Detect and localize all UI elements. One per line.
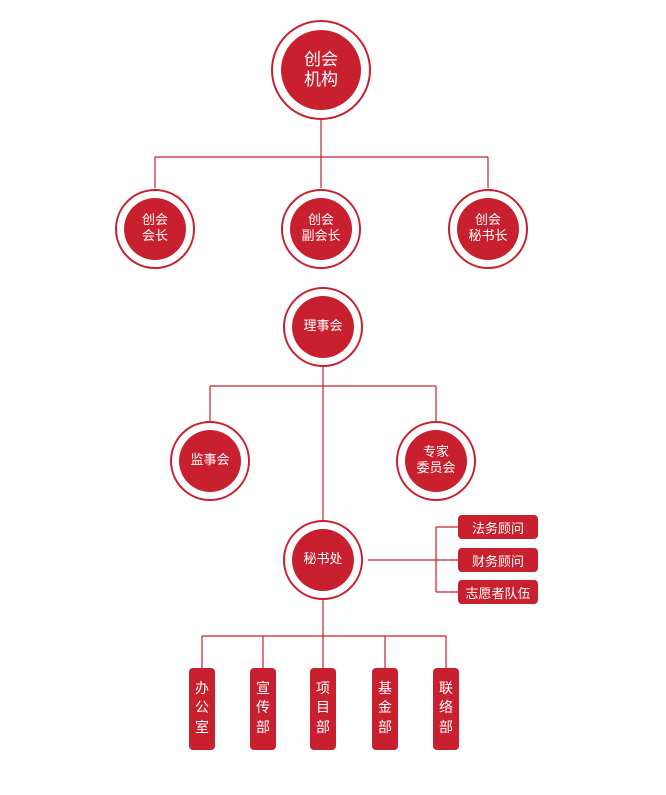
node-expert-committee-circle: 专家 委员会 [405,430,467,492]
dept-projects-char-2: 目 [316,700,330,717]
dept-publicity: 宣 传 部 [250,668,276,750]
node-founding-secretary-general: 创会 秘书长 [448,189,528,269]
dept-fund-char-2: 金 [378,700,392,717]
node-root: 创会 机构 [271,20,371,120]
dept-fund-char-1: 基 [378,680,392,697]
node-secretariat: 秘书处 [283,520,363,600]
node-root-circle: 创会 机构 [281,30,361,110]
node-council-circle: 理事会 [292,296,354,358]
tag-volunteer-team: 志愿者队伍 [458,580,538,604]
node-founding-president-circle: 创会 会长 [124,198,186,260]
dept-liaison-char-2: 络 [439,700,453,717]
dept-liaison-char-3: 部 [439,719,453,736]
node-founding-vice-president-line2: 副会长 [301,229,341,244]
dept-publicity-char-3: 部 [256,719,270,736]
dept-office-char-3: 室 [195,719,209,736]
dept-liaison: 联 络 部 [433,668,459,750]
node-founding-vice-president-line1: 创会 [307,213,334,229]
dept-fund: 基 金 部 [372,668,398,750]
dept-liaison-char-1: 联 [439,680,453,697]
node-founding-secretary-general-line2: 秘书长 [468,229,508,244]
node-council: 理事会 [283,287,363,367]
node-expert-committee-line1: 专家 [422,445,449,461]
node-expert-committee-line2: 委员会 [416,461,456,476]
node-founding-vice-president: 创会 副会长 [281,189,361,269]
dept-publicity-char-1: 宣 [256,680,270,697]
dept-publicity-char-2: 传 [256,700,270,717]
node-supervisory-board-label: 监事会 [190,453,230,469]
tag-financial-advisor: 财务顾问 [458,548,538,572]
node-root-line2: 机构 [304,70,338,90]
node-founding-president-line1: 创会 [141,213,168,229]
node-expert-committee: 专家 委员会 [396,421,476,501]
node-founding-president-line2: 会长 [141,229,168,244]
dept-office: 办 公 室 [189,668,215,750]
node-founding-president: 创会 会长 [115,189,195,269]
dept-office-char-2: 公 [195,700,209,717]
dept-fund-char-3: 部 [378,719,392,736]
node-secretariat-circle: 秘书处 [292,529,354,591]
node-council-label: 理事会 [303,319,343,335]
node-founding-secretary-general-circle: 创会 秘书长 [457,198,519,260]
dept-projects: 项 目 部 [310,668,336,750]
dept-office-char-1: 办 [195,680,209,697]
node-supervisory-board-circle: 监事会 [179,430,241,492]
node-secretariat-label: 秘书处 [303,552,343,568]
dept-projects-char-3: 部 [316,719,330,736]
node-supervisory-board: 监事会 [170,421,250,501]
node-founding-secretary-general-line1: 创会 [474,213,501,229]
node-root-line1: 创会 [304,49,338,70]
node-founding-vice-president-circle: 创会 副会长 [290,198,352,260]
tag-legal-advisor: 法务顾问 [458,515,538,539]
dept-projects-char-1: 项 [316,680,330,697]
